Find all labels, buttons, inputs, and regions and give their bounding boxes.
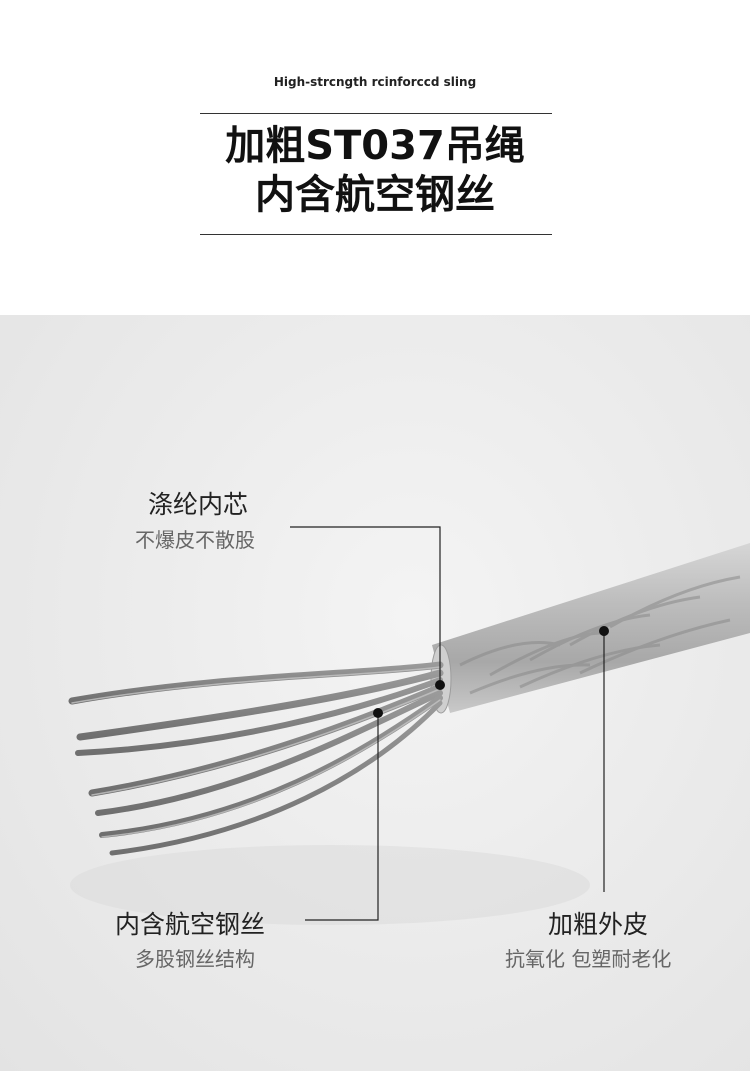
cable-photo: 涤纶内芯 不爆皮不散股 内含航空钢丝 多股钢丝结构 加粗外皮 抗氧化 包塑耐老化 xyxy=(0,315,750,1071)
marker-core xyxy=(435,680,445,690)
cable-sheath xyxy=(430,543,750,714)
bottom-divider xyxy=(200,234,552,235)
marker-steel xyxy=(373,708,383,718)
aviation-steel-title: 内含航空钢丝 xyxy=(115,910,266,939)
title-line-2: 内含航空钢丝 xyxy=(255,172,495,218)
top-divider xyxy=(200,113,552,114)
cable-illustration xyxy=(68,526,750,925)
marker-sheath xyxy=(599,626,609,636)
english-subtitle: High-strcngth rcinforccd sling xyxy=(273,75,477,89)
callout-lines xyxy=(290,526,605,921)
polyester-core-desc: 不爆皮不散股 xyxy=(135,528,255,552)
aviation-steel-desc: 多股钢丝结构 xyxy=(135,947,255,971)
header-section: High-strcngth rcinforccd sling 加粗ST037吊绳… xyxy=(0,0,750,315)
polyester-core-title: 涤纶内芯 xyxy=(148,490,249,519)
title-line-1: 加粗ST037吊绳 xyxy=(225,123,525,169)
thick-sheath-desc: 抗氧化 包塑耐老化 xyxy=(505,947,672,971)
steel-strands xyxy=(68,661,444,856)
cable-shadow xyxy=(70,845,590,925)
thick-sheath-title: 加粗外皮 xyxy=(548,910,649,939)
